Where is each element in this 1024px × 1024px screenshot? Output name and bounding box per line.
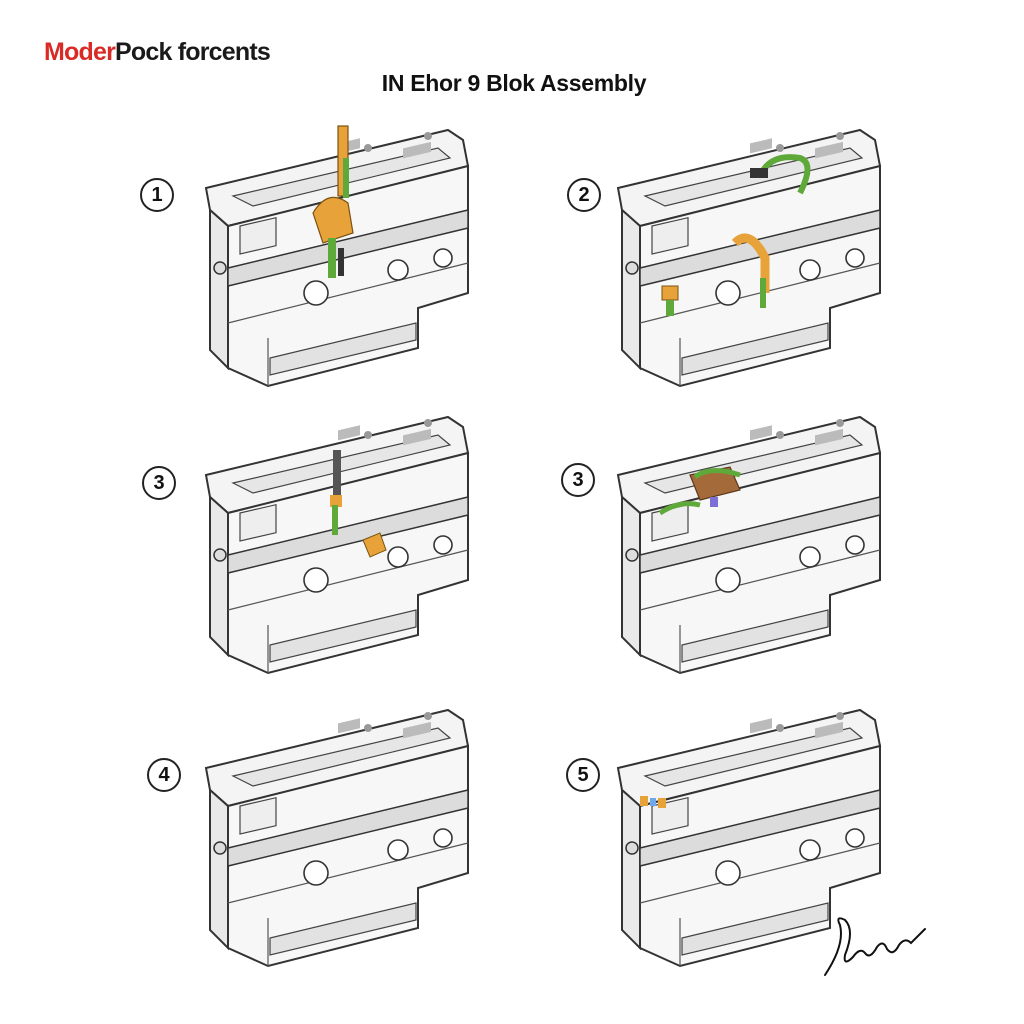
engine-block-step-4 bbox=[205, 709, 469, 967]
dipstick-part bbox=[330, 450, 387, 558]
signature-mark bbox=[824, 917, 926, 976]
step-label-1: 1 bbox=[140, 178, 174, 212]
step-label-3a: 3 bbox=[142, 466, 176, 500]
engine-block-step-1 bbox=[205, 125, 469, 387]
engine-block-step-5 bbox=[617, 709, 881, 967]
small-fittings-part bbox=[640, 796, 666, 808]
brand-text-red: Moder bbox=[44, 38, 116, 66]
manifold-part bbox=[658, 466, 741, 516]
brand-logo: ModerPock forcents bbox=[44, 38, 271, 67]
step-label-5: 5 bbox=[566, 758, 600, 792]
brand-text-dark: Pock forcents bbox=[115, 38, 271, 66]
step-label-2: 2 bbox=[567, 178, 601, 212]
step-label-4: 4 bbox=[147, 758, 181, 792]
engine-block-step-3a bbox=[205, 416, 469, 674]
page-title: IN Ehor 9 Blok Assembly bbox=[381, 70, 647, 96]
engine-block-step-3b bbox=[617, 416, 881, 674]
step-label-3b: 3 bbox=[561, 463, 595, 497]
green-hose-part bbox=[661, 154, 811, 316]
orange-pipe-part bbox=[312, 125, 354, 278]
engine-block-step-2 bbox=[617, 129, 881, 387]
